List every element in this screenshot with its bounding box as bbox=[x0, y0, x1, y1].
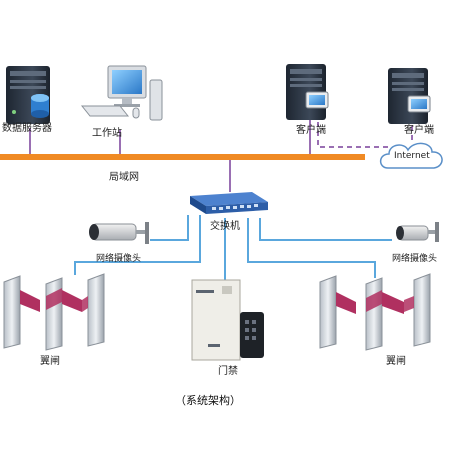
client-1-internet-link bbox=[317, 122, 390, 148]
camera-left-label: 网络摄像头 bbox=[96, 254, 142, 264]
client-1-label: 客户端 bbox=[296, 125, 326, 136]
workstation-label: 工作站 bbox=[92, 128, 122, 139]
top-device-links bbox=[29, 120, 311, 157]
link-camera-left bbox=[150, 215, 189, 241]
db-server-icon bbox=[6, 66, 50, 124]
gate-left-label: 翼闸 bbox=[40, 356, 60, 367]
link-gate-left bbox=[74, 215, 201, 275]
internet-cloud-icon bbox=[379, 142, 443, 169]
camera-right-label: 网络摄像头 bbox=[392, 254, 438, 264]
internet-label: Internet bbox=[394, 151, 430, 161]
link-gate-right bbox=[247, 218, 376, 278]
switch-label: 交换机 bbox=[210, 221, 240, 232]
camera-left-icon bbox=[89, 222, 149, 244]
client-2-label: 客户端 bbox=[404, 125, 434, 136]
diagram-caption: （系统架构） bbox=[175, 394, 241, 407]
gate-right-label: 翼闸 bbox=[386, 356, 406, 367]
switch-downlinks bbox=[74, 215, 392, 282]
db-server-label: 数据服务器 bbox=[2, 123, 52, 134]
link-camera-right bbox=[259, 218, 392, 241]
client-1-icon bbox=[286, 64, 329, 120]
camera-right-icon bbox=[396, 222, 439, 242]
client-2-icon bbox=[388, 68, 431, 124]
internet-links bbox=[317, 122, 413, 148]
lan-bus bbox=[0, 154, 365, 160]
lan-label: 局域网 bbox=[109, 172, 139, 183]
gate-left-icon bbox=[3, 273, 105, 351]
access-control-icon bbox=[191, 279, 264, 361]
workstation-icon bbox=[80, 65, 163, 121]
access-control-label: 门禁 bbox=[218, 366, 238, 377]
switch-icon bbox=[190, 192, 268, 214]
gate-right-icon bbox=[319, 273, 431, 351]
